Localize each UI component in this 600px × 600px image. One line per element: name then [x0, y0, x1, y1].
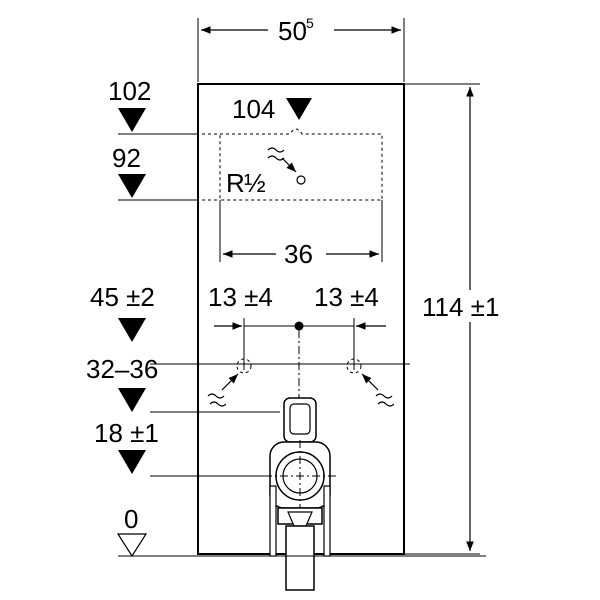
top-width-label: 50	[278, 16, 307, 46]
left-supply-connection	[207, 358, 252, 407]
level-0-marker	[116, 533, 148, 558]
level-92-label: 92	[112, 143, 141, 173]
connection-icon	[296, 175, 306, 185]
top-width-dimension: 50 5	[197, 15, 405, 82]
level-18-label: 18 ±1	[94, 418, 159, 448]
top-width-superscript: 5	[306, 15, 314, 31]
level-104-marker	[286, 98, 312, 120]
inner-width-dimension: 36	[219, 200, 383, 269]
inner-width-label: 36	[284, 239, 313, 269]
level-18-marker	[118, 450, 146, 474]
level-0-label: 0	[124, 504, 138, 534]
level-32-36-label: 32–36	[86, 354, 158, 384]
thread-fraction: ½	[244, 168, 266, 198]
total-height-label: 114 ±1	[422, 292, 499, 322]
dashed-panel-outline	[219, 128, 383, 201]
level-102-label: 102	[108, 76, 151, 106]
offset-right-label: 13 ±4	[314, 282, 379, 312]
level-104-label: 104	[232, 94, 275, 124]
level-45-label: 45 ±2	[90, 282, 155, 312]
drain-assembly	[264, 397, 336, 591]
offset-dimension	[214, 318, 386, 400]
right-supply-connection	[346, 358, 395, 407]
total-height-dimension: 114 ±1	[404, 83, 499, 555]
level-92-marker	[118, 174, 146, 198]
level-32-36-marker	[118, 388, 146, 412]
water-connection-symbol	[267, 147, 306, 185]
offset-left-label: 13 ±4	[208, 282, 273, 312]
level-102-marker	[118, 108, 146, 132]
level-45-marker	[118, 318, 146, 342]
thread-label: R	[226, 168, 245, 198]
